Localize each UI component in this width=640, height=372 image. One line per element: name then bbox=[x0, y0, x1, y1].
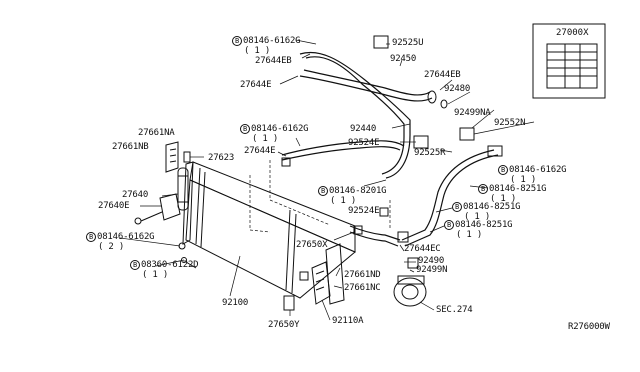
bolt-symbol-icon: B bbox=[130, 260, 140, 270]
callout-27661nc: 27661NC bbox=[344, 283, 381, 293]
callout-92440: 92440 bbox=[350, 124, 377, 134]
pressure-switch bbox=[183, 151, 191, 163]
bracket-27661nd bbox=[325, 243, 345, 305]
compressor bbox=[393, 277, 427, 307]
receiver-drier bbox=[177, 167, 189, 211]
callout-92490: 92490 bbox=[418, 256, 445, 266]
bolt-symbol-icon: B bbox=[498, 165, 508, 175]
callout-27644e-b: 27644E bbox=[244, 146, 276, 156]
fitting-92552n bbox=[459, 127, 475, 141]
callout-92480: 92480 bbox=[444, 84, 471, 94]
callout-92110a: 92110A bbox=[332, 316, 364, 326]
hose-fitting-top bbox=[373, 35, 389, 49]
bracket-27661nb bbox=[165, 141, 179, 173]
bracket-92110a bbox=[311, 261, 331, 305]
callout-92524e-b: 92524E bbox=[348, 206, 380, 216]
callout-sec-274: SEC.274 bbox=[436, 305, 473, 315]
bolt-symbol-icon: B bbox=[232, 36, 242, 46]
bolt-symbol-icon: B bbox=[240, 124, 250, 134]
rubber-mount bbox=[283, 295, 295, 311]
callout-92552n: 92552N bbox=[494, 118, 526, 128]
callout-27644ec: 27644EC bbox=[404, 244, 441, 254]
callout-27661na: 27661NA bbox=[138, 128, 175, 138]
callout-27644eb-b: 27644EB bbox=[424, 70, 461, 80]
callout-27650y: 27650Y bbox=[268, 320, 300, 330]
bolt-symbol-icon: B bbox=[444, 220, 454, 230]
fitting-92525r bbox=[413, 135, 429, 149]
callout-27661nd: 27661ND bbox=[344, 270, 381, 280]
callout-27650x: 27650X bbox=[296, 240, 328, 250]
bolt-symbol-icon: B bbox=[86, 232, 96, 242]
inset-box-label: 27000X bbox=[556, 28, 589, 38]
label-plate bbox=[546, 43, 598, 89]
diagram-reference-code: R276000W bbox=[568, 322, 610, 332]
callout-27644e-a: 27644E bbox=[240, 80, 272, 90]
callout-92524e-a: 92524E bbox=[348, 138, 380, 148]
callout-92499n: 92499N bbox=[416, 265, 448, 275]
bracket-27640e bbox=[159, 193, 181, 221]
callout-92525u: 92525U bbox=[392, 38, 424, 48]
bolt-symbol-icon: B bbox=[478, 184, 488, 194]
callout-27640: 27640 bbox=[122, 190, 149, 200]
bolt-symbol-icon: B bbox=[318, 186, 328, 196]
callout-92450: 92450 bbox=[390, 54, 417, 64]
callout-27640e: 27640E bbox=[98, 201, 130, 211]
inset-box-frame bbox=[532, 23, 606, 99]
callout-92499na: 92499NA bbox=[454, 108, 491, 118]
callout-27623: 27623 bbox=[208, 153, 235, 163]
callout-27661nb: 27661NB bbox=[112, 142, 149, 152]
bolt-symbol-icon: B bbox=[452, 202, 462, 212]
callout-27644eb-a: 27644EB bbox=[255, 56, 292, 66]
callout-92525r: 92525R bbox=[414, 148, 446, 158]
o-ring-92480 bbox=[427, 90, 437, 104]
hoses bbox=[281, 51, 499, 247]
fitting-right bbox=[487, 145, 503, 157]
condenser bbox=[182, 161, 356, 299]
callout-92100: 92100 bbox=[222, 298, 249, 308]
